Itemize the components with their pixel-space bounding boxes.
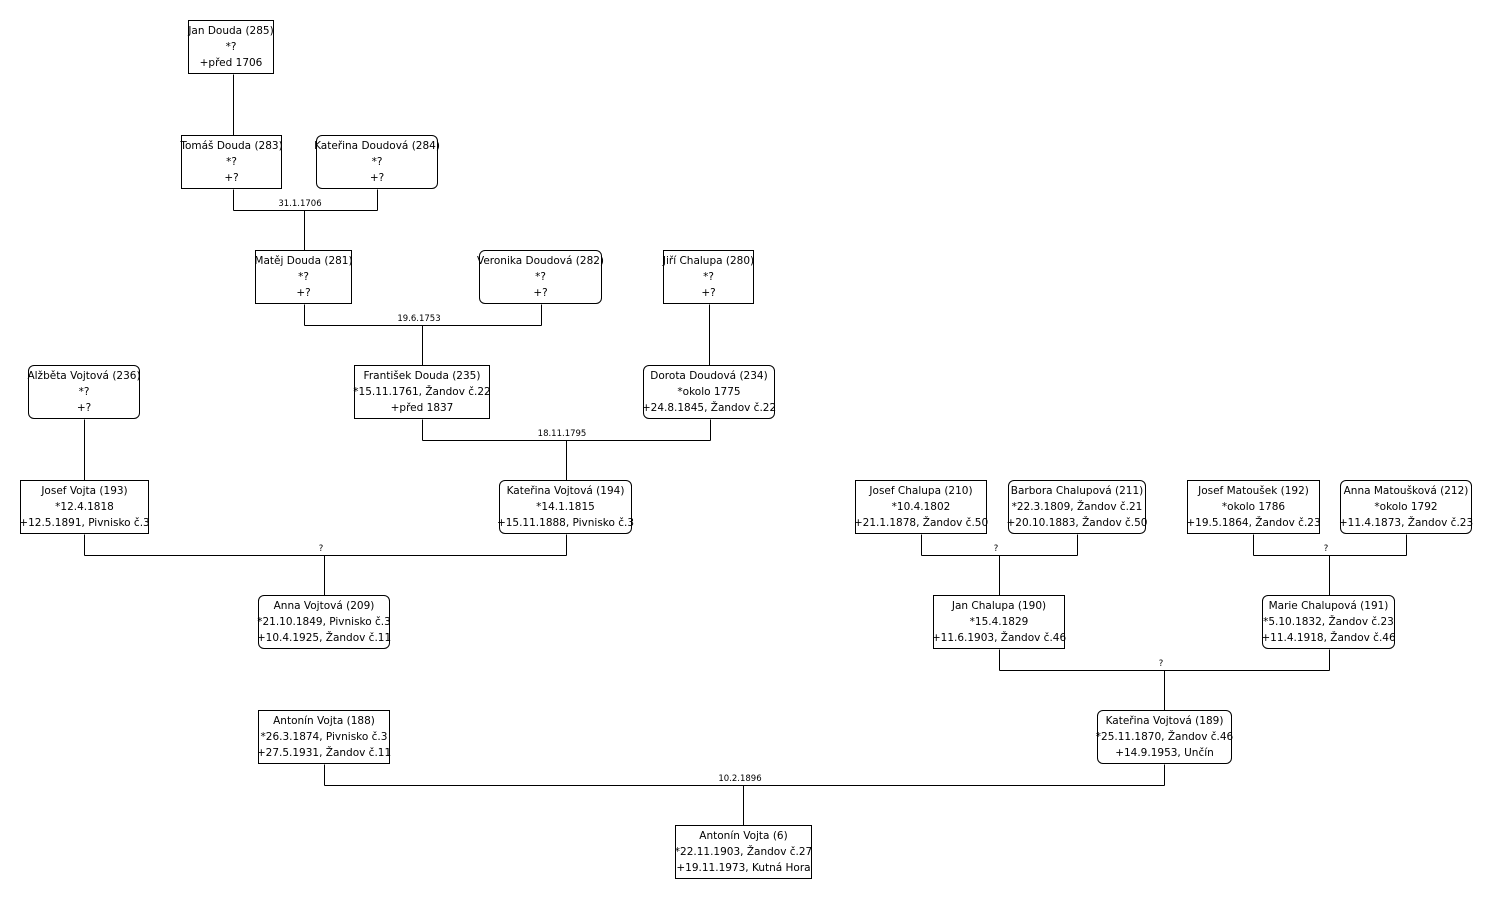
person-death: +21.1.1878, Žandov č.50 bbox=[853, 517, 989, 529]
person-death: +27.5.1931, Žandov č.11 bbox=[256, 747, 392, 759]
person-box-p236[interactable]: Alžběta Vojtová (236) *? +? bbox=[27, 365, 141, 419]
person-box-p235[interactable]: František Douda (235) *15.11.1761, Žandov… bbox=[353, 365, 491, 419]
person-death: +14.9.1953, Unčín bbox=[1115, 747, 1214, 759]
person-box-p191[interactable]: Marie Chalupová (191) *5.10.1832, Žandov … bbox=[1261, 595, 1396, 649]
person-birth: *21.10.1849, Pivnisko č.3 bbox=[257, 616, 391, 628]
person-death: +před 1837 bbox=[390, 402, 454, 414]
person-death: +před 1706 bbox=[199, 57, 263, 69]
person-box-p284[interactable]: Kateřina Doudová (284) *? +? bbox=[314, 135, 440, 189]
person-name: Antonín Vojta (188) bbox=[273, 715, 375, 727]
person-box-p210[interactable]: Josef Chalupa (210) *10.4.1802 +21.1.1878,… bbox=[853, 480, 989, 534]
person-death: +11.6.1903, Žandov č.46 bbox=[931, 632, 1067, 644]
person-death: +12.5.1891, Pivnisko č.3 bbox=[19, 517, 150, 529]
person-name: Dorota Doudová (234) bbox=[650, 370, 768, 382]
person-death: +15.11.1888, Pivnisko č.3 bbox=[496, 517, 635, 529]
person-box-p6[interactable]: Antonín Vojta (6) *22.11.1903, Žandov č.2… bbox=[675, 825, 812, 879]
person-name: Jan Chalupa (190) bbox=[951, 600, 1047, 612]
person-death: +? bbox=[76, 402, 92, 414]
person-name: Jiří Chalupa (280) bbox=[662, 255, 755, 267]
person-name: Barbora Chalupová (211) bbox=[1010, 485, 1144, 497]
person-name: Marie Chalupová (191) bbox=[1268, 600, 1389, 612]
person-name: Veronika Doudová (282) bbox=[476, 255, 605, 267]
marriage-label-m1: 31.1.1706 bbox=[278, 199, 322, 209]
person-name: Kateřina Doudová (284) bbox=[314, 140, 440, 152]
person-box-p282[interactable]: Veronika Doudová (282) *? +? bbox=[476, 250, 605, 304]
person-death: +11.4.1873, Žandov č.23 bbox=[1338, 517, 1474, 529]
marriage-label-m4: ? bbox=[318, 544, 324, 554]
person-name: Josef Vojta (193) bbox=[41, 485, 128, 497]
person-birth: *12.4.1818 bbox=[55, 501, 114, 513]
person-birth: *? bbox=[298, 271, 309, 283]
person-box-p285[interactable]: Jan Douda (285) *? +před 1706 bbox=[188, 20, 274, 74]
person-death: +? bbox=[369, 172, 385, 184]
person-birth: *14.1.1815 bbox=[536, 501, 595, 513]
person-name: Matěj Douda (281) bbox=[254, 255, 353, 267]
marriage-label-m6: ? bbox=[1323, 544, 1329, 554]
person-death: +19.11.1973, Kutná Hora bbox=[676, 862, 811, 874]
person-box-p281[interactable]: Matěj Douda (281) *? +? bbox=[254, 250, 353, 304]
person-box-p280[interactable]: Jiří Chalupa (280) *? +? bbox=[663, 250, 754, 304]
person-birth: *5.10.1832, Žandov č.23 bbox=[1263, 616, 1394, 628]
person-death: +? bbox=[701, 287, 716, 299]
person-box-p188[interactable]: Antonín Vojta (188) *26.3.1874, Pivnisko … bbox=[256, 710, 392, 764]
person-name: Anna Matoušková (212) bbox=[1343, 485, 1469, 497]
person-box-p190[interactable]: Jan Chalupa (190) *15.4.1829 +11.6.1903, Ž… bbox=[931, 595, 1067, 649]
person-birth: *? bbox=[371, 156, 383, 168]
person-death: +10.4.1925, Žandov č.11 bbox=[256, 632, 392, 644]
marriage-label-m2: 19.6.1753 bbox=[397, 314, 441, 324]
person-box-p211[interactable]: Barbora Chalupová (211) *22.3.1809, Žando… bbox=[1006, 480, 1148, 534]
person-death: +20.10.1883, Žandov č.50 bbox=[1006, 517, 1148, 529]
person-birth: *10.4.1802 bbox=[891, 501, 951, 513]
person-name: Tomáš Douda (283) bbox=[180, 140, 283, 152]
person-box-p234[interactable]: Dorota Doudová (234) *okolo 1775 +24.8.184… bbox=[641, 365, 777, 419]
person-birth: *22.3.1809, Žandov č.21 bbox=[1011, 501, 1143, 513]
person-name: František Douda (235) bbox=[363, 370, 481, 382]
person-death: +? bbox=[224, 172, 239, 184]
person-birth: *26.3.1874, Pivnisko č.3 bbox=[260, 731, 388, 743]
person-box-p212[interactable]: Anna Matoušková (212) *okolo 1792 +11.4.18… bbox=[1338, 480, 1474, 534]
person-birth: *okolo 1775 bbox=[677, 386, 741, 398]
person-birth: *? bbox=[535, 271, 546, 283]
person-name: Josef Chalupa (210) bbox=[869, 485, 973, 497]
person-box-p194[interactable]: Kateřina Vojtová (194) *14.1.1815 +15.11.1… bbox=[496, 480, 635, 534]
person-box-p193[interactable]: Josef Vojta (193) *12.4.1818 +12.5.1891, P… bbox=[19, 480, 150, 534]
person-birth: *? bbox=[225, 41, 237, 53]
person-birth: *okolo 1786 bbox=[1221, 501, 1286, 513]
person-birth: *25.11.1870, Žandov č.46 bbox=[1095, 731, 1234, 743]
person-name: Josef Matoušek (192) bbox=[1198, 485, 1309, 497]
person-name: Anna Vojtová (209) bbox=[273, 600, 375, 612]
person-birth: *22.11.1903, Žandov č.27 bbox=[674, 846, 813, 858]
person-name: Jan Douda (285) bbox=[188, 25, 274, 37]
person-death: +? bbox=[533, 287, 548, 299]
person-birth: *15.4.1829 bbox=[969, 616, 1029, 628]
person-box-p209[interactable]: Anna Vojtová (209) *21.10.1849, Pivnisko … bbox=[256, 595, 392, 649]
person-birth: *? bbox=[703, 271, 714, 283]
person-birth: *? bbox=[226, 156, 237, 168]
person-death: +? bbox=[296, 287, 311, 299]
person-box-p283[interactable]: Tomáš Douda (283) *? +? bbox=[180, 135, 283, 189]
person-death: +24.8.1845, Žandov č.22 bbox=[641, 402, 777, 414]
person-box-p189[interactable]: Kateřina Vojtová (189) *25.11.1870, Žando… bbox=[1095, 710, 1234, 764]
marriage-label-m3: 18.11.1795 bbox=[537, 429, 587, 439]
marriage-label-m5: ? bbox=[993, 544, 999, 554]
marriage-label-m7: ? bbox=[1158, 659, 1164, 669]
person-name: Alžběta Vojtová (236) bbox=[27, 370, 141, 382]
person-birth: *okolo 1792 bbox=[1374, 501, 1438, 513]
person-name: Antonín Vojta (6) bbox=[699, 830, 788, 842]
person-death: +11.4.1918, Žandov č.46 bbox=[1261, 632, 1396, 644]
person-death: +19.5.1864, Žandov č.23 bbox=[1186, 517, 1321, 529]
marriage-label-m8: 10.2.1896 bbox=[718, 774, 762, 784]
person-birth: *? bbox=[78, 386, 90, 398]
person-birth: *15.11.1761, Žandov č.22 bbox=[353, 386, 491, 398]
person-box-p192[interactable]: Josef Matoušek (192) *okolo 1786 +19.5.186… bbox=[1186, 480, 1321, 534]
person-name: Kateřina Vojtová (194) bbox=[506, 485, 625, 497]
person-name: Kateřina Vojtová (189) bbox=[1105, 715, 1224, 727]
